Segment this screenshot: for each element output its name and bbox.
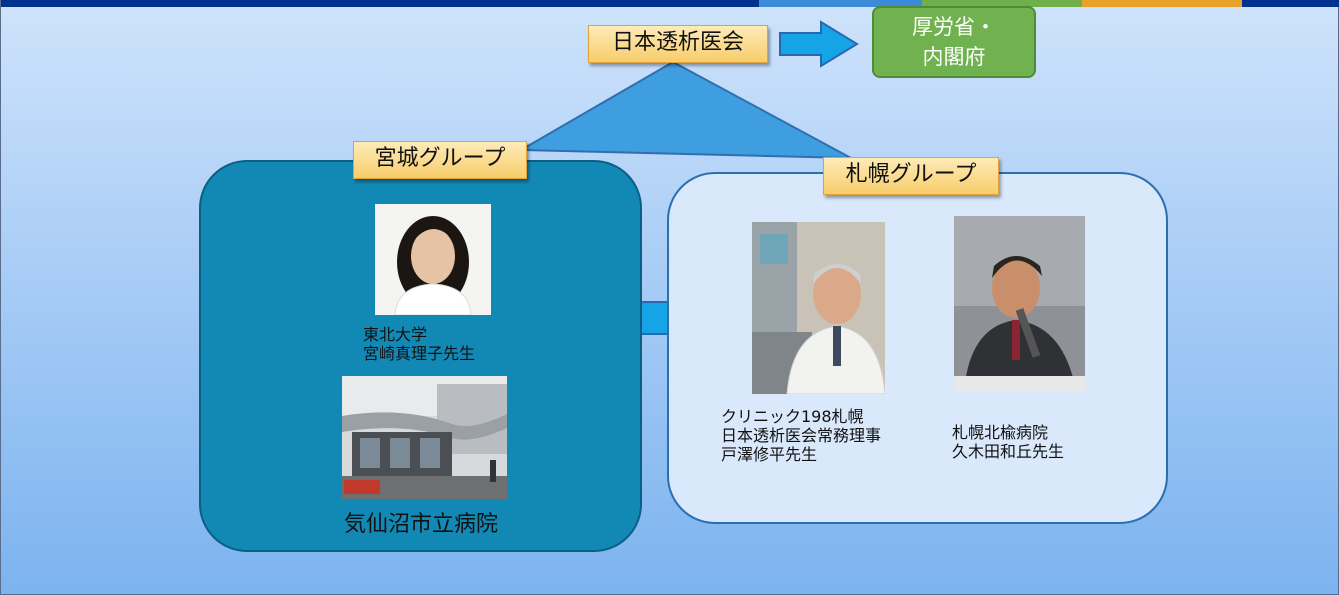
miyagi-doctor-photo (375, 204, 491, 315)
government-line2: 内閣府 (922, 45, 986, 69)
sapporo-doctor2-photo (954, 216, 1085, 391)
top-bar-segment-2 (759, 0, 922, 7)
speaker-portrait-icon (954, 216, 1085, 391)
miyagi-doctor-caption: 東北大学 宮崎真理子先生 (363, 325, 563, 363)
sapporo-doctor1-name: 戸澤修平先生 (721, 445, 818, 464)
woman-portrait-icon (375, 204, 491, 315)
doctor-portrait-icon (752, 222, 885, 394)
sapporo-doctor2-name: 久木田和丘先生 (952, 442, 1065, 461)
kesennuma-hospital-photo (342, 376, 507, 499)
top-bar-segment-4 (1082, 0, 1242, 7)
sapporo-doctor1-photo (752, 222, 885, 394)
jamt-label-text: 日本透析医会 (611, 30, 744, 55)
sapporo-doctor1-caption: クリニック198札幌 日本透析医会常務理事 戸澤修平先生 (721, 407, 941, 464)
government-line1: 厚労省・ (912, 15, 996, 39)
miyagi-doctor-name: 宮崎真理子先生 (363, 344, 476, 363)
sapporo-doctor2-caption: 札幌北楡病院 久木田和丘先生 (952, 423, 1132, 461)
sapporo-group-title: 札幌グループ (823, 157, 999, 195)
top-bar-segment-3 (922, 0, 1082, 7)
jamt-label: 日本透析医会 (588, 25, 768, 63)
top-bar-segment-1 (1, 0, 759, 7)
sapporo-doctor1-clinic: クリニック198札幌 (721, 407, 864, 426)
sapporo-group-title-text: 札幌グループ (845, 162, 977, 187)
miyagi-group-title-text: 宮城グループ (374, 146, 506, 171)
sapporo-doctor1-title: 日本透析医会常務理事 (721, 426, 882, 445)
kesennuma-hospital-caption: 気仙沼市立病院 (343, 512, 498, 537)
hierarchy-triangle (517, 60, 852, 159)
sapporo-doctor2-hospital: 札幌北楡病院 (952, 423, 1049, 442)
top-bar-segment-5 (1242, 0, 1339, 7)
miyagi-doctor-affiliation: 東北大学 (363, 325, 428, 344)
government-box: 厚労省・ 内閣府 (872, 6, 1036, 78)
sapporo-group-panel (667, 172, 1168, 524)
right-arrow-icon (779, 20, 859, 68)
miyagi-group-title: 宮城グループ (353, 141, 527, 179)
hospital-building-icon (342, 376, 507, 499)
